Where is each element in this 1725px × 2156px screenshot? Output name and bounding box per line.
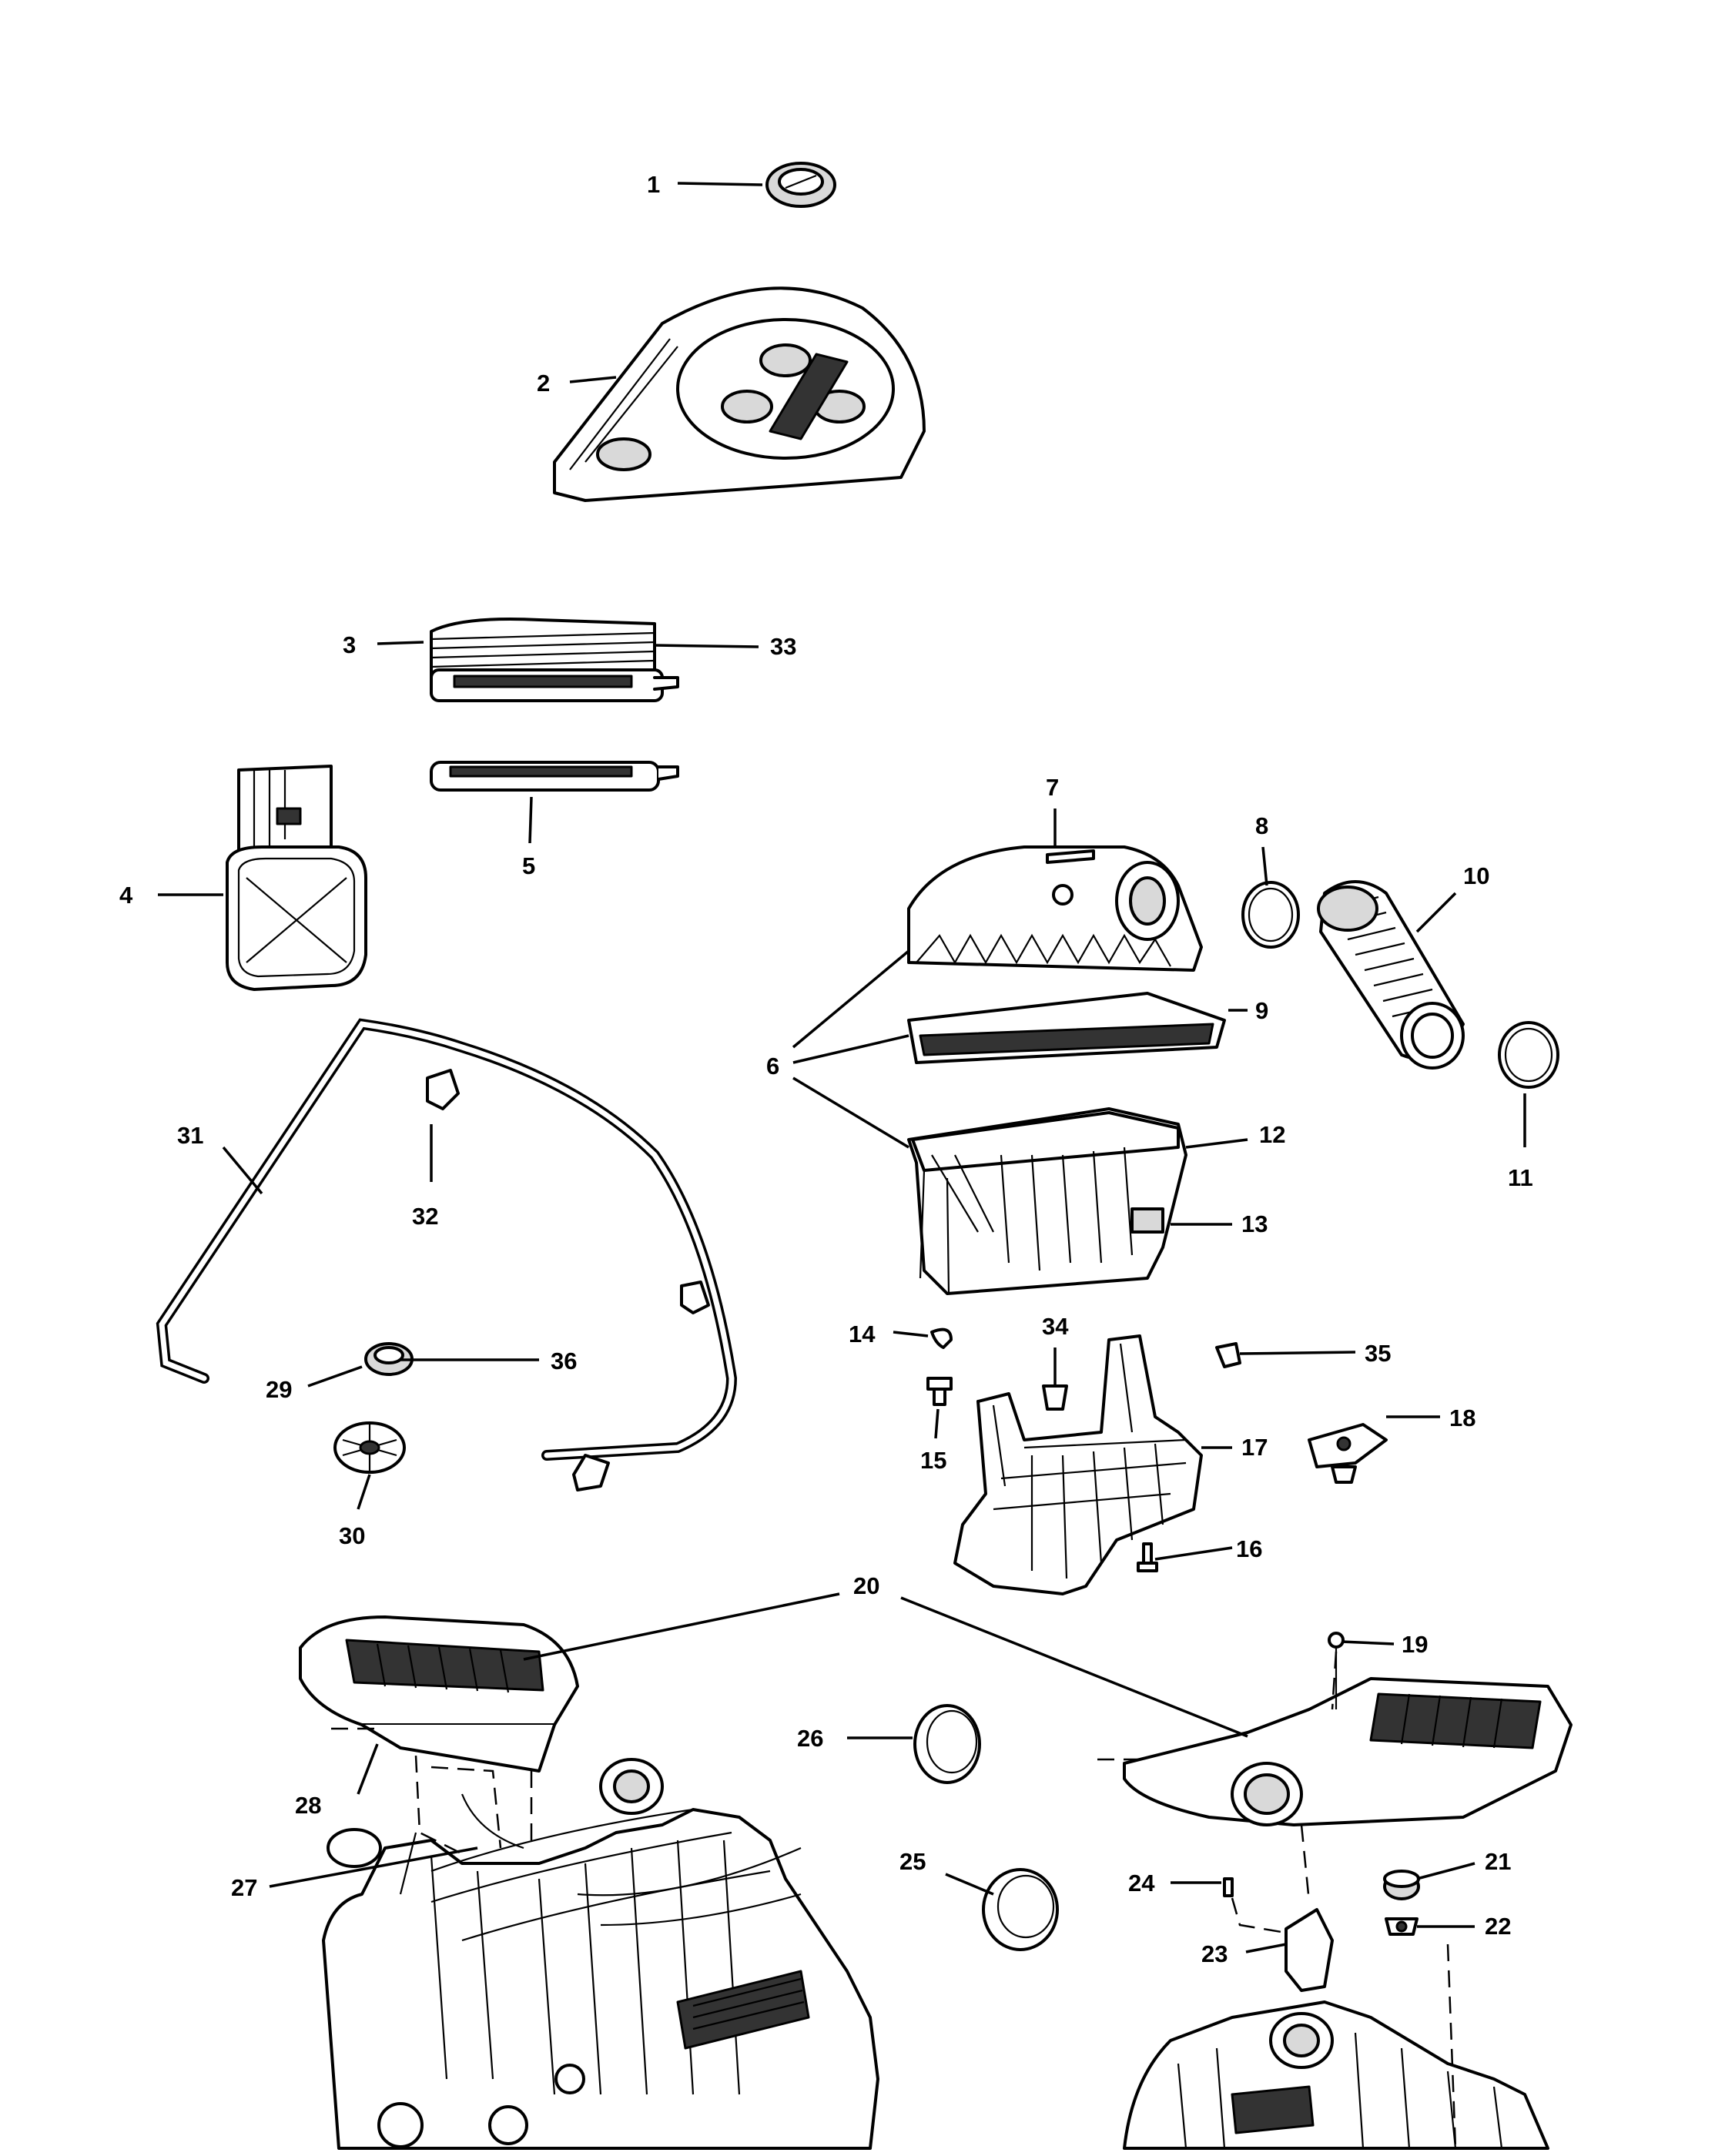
part-31-hose [156,1018,738,1491]
callout-27: 27 [231,1874,257,1901]
part-22-nut [1385,1917,1419,1936]
callout-23: 23 [1201,1940,1228,1967]
callout-21: 21 [1485,1848,1511,1875]
callout-28: 28 [295,1792,321,1819]
callout-32: 32 [412,1203,438,1230]
part-18-bracket [1308,1423,1388,1484]
callout-labels: 1 2 3 33 4 5 7 8 10 9 6 12 11 13 31 32 1… [119,171,1533,1967]
part-2-engine-cover [553,286,926,502]
part-30-mount [333,1421,406,1474]
callout-6: 6 [766,1053,779,1080]
callout-31: 31 [177,1122,203,1149]
callout-5: 5 [522,852,535,879]
callout-18: 18 [1449,1404,1475,1431]
callout-14: 14 [849,1321,876,1348]
callout-15: 15 [920,1447,946,1474]
part-12-airbox-base [907,1107,1187,1295]
part-5-seal [430,761,679,792]
callout-12: 12 [1259,1121,1285,1148]
callout-22: 22 [1485,1913,1511,1940]
callout-1: 1 [647,171,660,198]
callout-13: 13 [1241,1210,1268,1237]
callout-35: 35 [1365,1340,1391,1367]
part-23-bracket [1285,1908,1334,1992]
callout-11: 11 [1508,1164,1533,1191]
part-24-screw [1223,1877,1234,1897]
callout-36: 36 [551,1348,577,1374]
callout-19: 19 [1402,1631,1428,1658]
part-17-bracket [953,1334,1203,1595]
callout-16: 16 [1236,1535,1262,1562]
part-35-clip [1215,1342,1241,1368]
part-4-duct [226,765,367,991]
callout-30: 30 [339,1522,365,1549]
callout-33: 33 [770,633,796,660]
callout-17: 17 [1241,1434,1268,1461]
part-34-nut [1042,1384,1068,1411]
leader-lines [158,182,1526,1953]
callout-20: 20 [853,1572,879,1599]
callout-25: 25 [899,1848,926,1875]
engine-right [1123,2000,1549,2150]
part-20-airbox-left [299,1615,579,1773]
part-7-airbox-lid [907,845,1203,972]
part-16-pin [1137,1542,1158,1572]
part-1-cap [765,162,836,208]
alignment-lines [331,1651,1457,2149]
part-3-resonator [430,618,679,702]
part-8-clamp [1241,881,1300,949]
callout-4: 4 [119,882,133,909]
callout-3: 3 [343,631,356,658]
callout-7: 7 [1046,774,1059,801]
part-20-airbox-right [1123,1677,1573,1826]
callout-10: 10 [1463,862,1489,889]
part-26-seal [913,1704,981,1784]
part-10-intake-hose [1317,880,1465,1070]
part-21-grommet [1383,1870,1420,1900]
callout-2: 2 [537,370,550,397]
engine-left [322,1758,879,2150]
callout-8: 8 [1255,812,1268,839]
callout-26: 26 [797,1725,823,1752]
part-9-filter [907,992,1226,1064]
callout-9: 9 [1255,997,1268,1024]
callout-24: 24 [1128,1870,1155,1897]
part-25-seal [982,1868,1059,1951]
callout-29: 29 [266,1376,292,1403]
callout-34: 34 [1042,1313,1069,1340]
part-15-bolt [926,1377,953,1406]
part-11-clamp [1498,1021,1559,1089]
part-14-clip [930,1327,953,1349]
